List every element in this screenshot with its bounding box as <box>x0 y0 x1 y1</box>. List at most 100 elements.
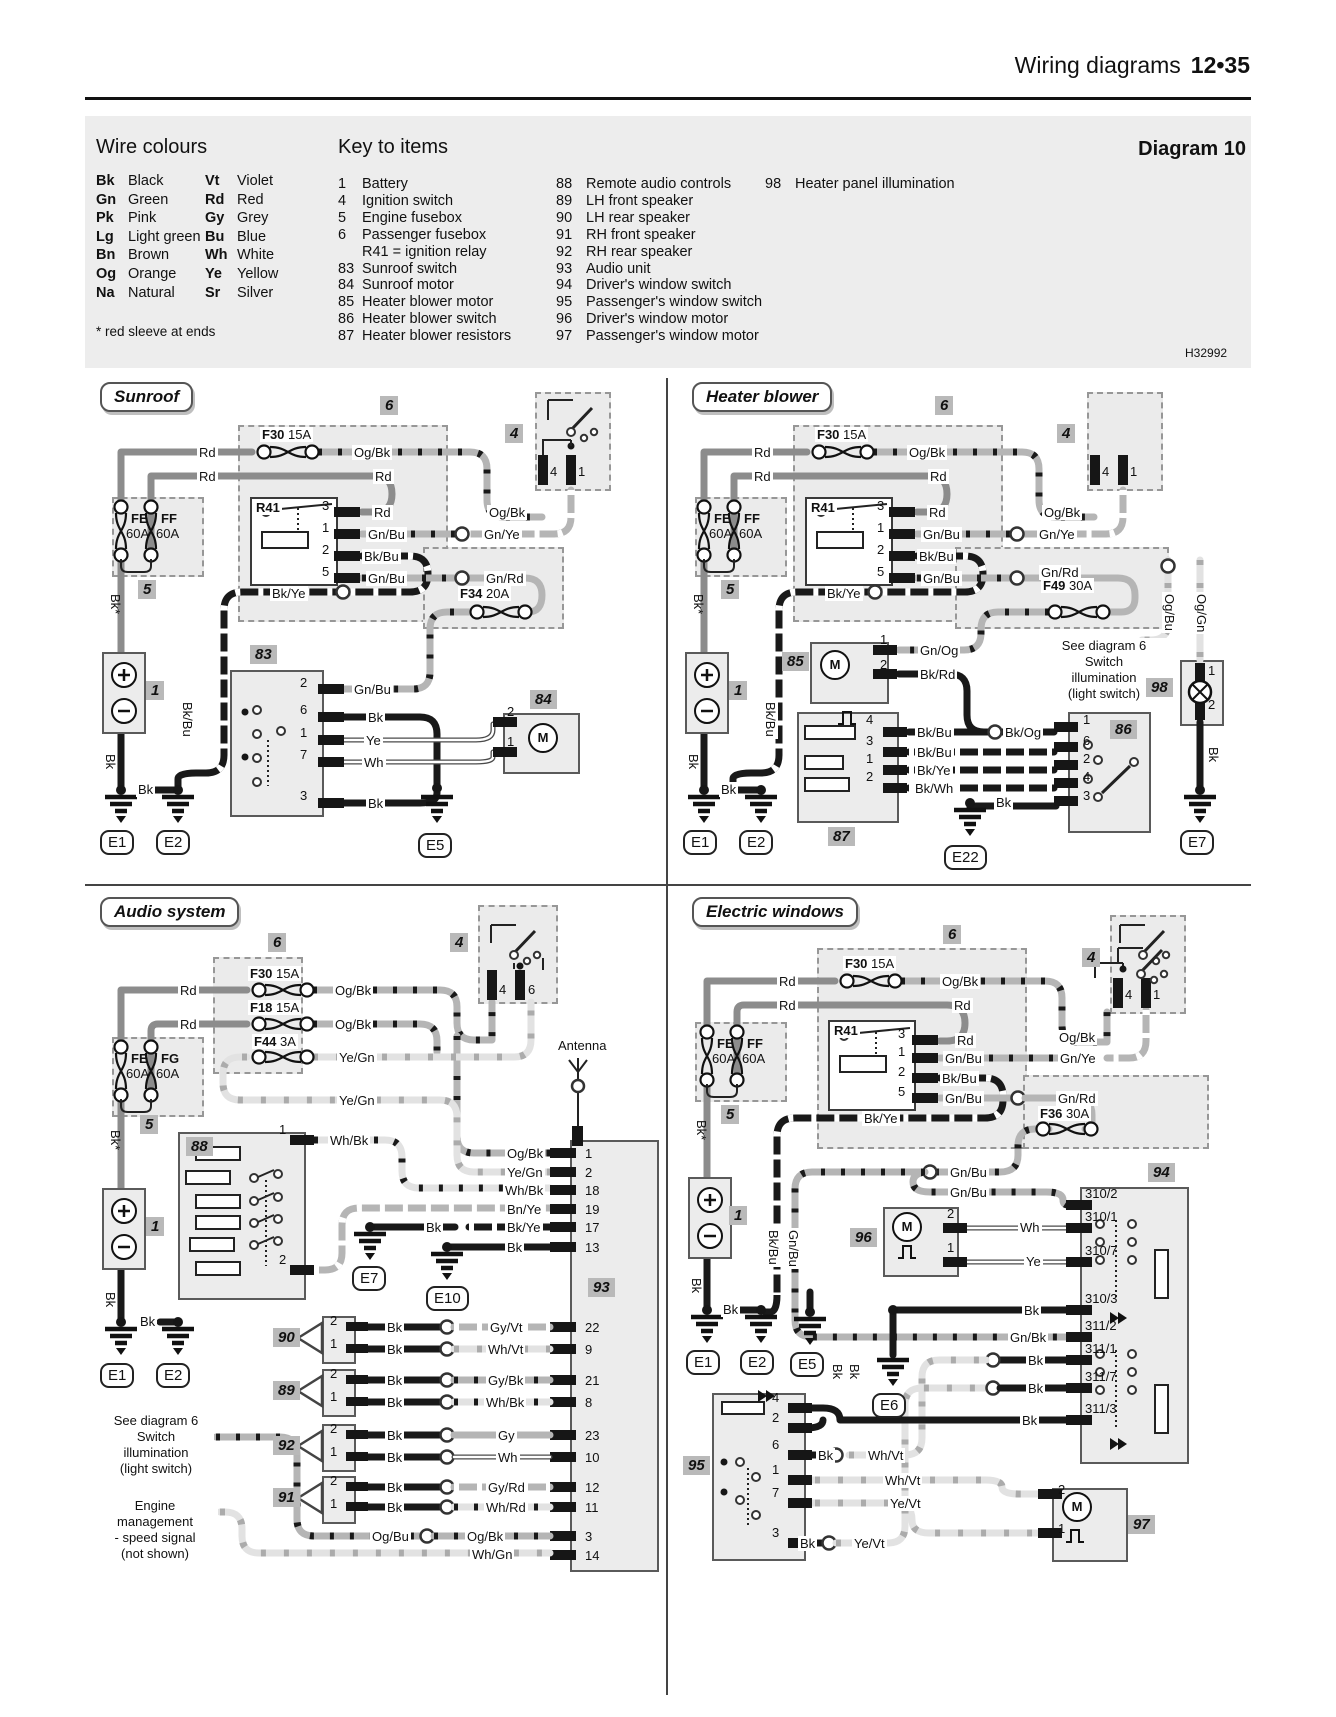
battery-plus-icon <box>697 1187 723 1213</box>
audio-pin: 21 <box>585 1373 600 1388</box>
tag-passenger-fusebox: 6 <box>268 933 287 952</box>
note-line: illumination <box>1071 670 1137 685</box>
key-num: 88 <box>556 176 573 192</box>
wire-label-vertical: Bk* <box>694 1120 709 1141</box>
wire-label-vertical: Bk/Bu <box>180 700 195 739</box>
wire-label: Ye/Gn <box>337 1093 377 1108</box>
fuse-rating: 30A <box>1066 1106 1090 1121</box>
ground-ref: E1 <box>100 1363 135 1388</box>
wire-label: Gn/Bu <box>366 527 407 542</box>
switch-pin: 310/2 <box>1085 1186 1118 1201</box>
header-title: Wiring diagrams <box>1014 52 1181 78</box>
wire-label: Ye <box>364 733 383 748</box>
switch-pin: 2 <box>772 1410 780 1425</box>
wire-label: Bk <box>385 1480 405 1495</box>
wire-label-vertical: Bk* <box>108 1130 123 1151</box>
remote-pin: 1 <box>279 1122 287 1137</box>
audio-pin: 3 <box>585 1529 593 1544</box>
battery-plus-icon <box>111 1198 137 1224</box>
audio-pin: 11 <box>585 1500 599 1515</box>
key-label: Remote audio controls <box>586 176 732 192</box>
key-num: 96 <box>556 311 573 328</box>
tag-rh-front-speaker: 91 <box>273 1488 300 1507</box>
wire-label: Og/Bk <box>940 974 981 989</box>
wire-name: White <box>237 247 275 264</box>
wire-label: Ye/Vt <box>888 1496 923 1511</box>
wire-label: Wh/Vt <box>486 1342 526 1357</box>
relay-pin: 3 <box>322 498 330 513</box>
sunroof-wires <box>105 399 599 823</box>
wire-label: Rd <box>372 505 393 520</box>
wire-label: Gn/Rd <box>1056 1091 1098 1106</box>
fuse-label-fe: FE <box>714 511 731 526</box>
fuse-id: F30 <box>262 427 285 442</box>
audio-pin: 17 <box>585 1220 600 1235</box>
wire-name: Pink <box>128 210 157 227</box>
wire-label: Og/Bk <box>465 1529 506 1544</box>
wire-code: Gn <box>96 191 117 208</box>
key-label: Sunroof switch <box>362 260 458 277</box>
wire-label: Gn/Bu <box>921 527 962 542</box>
key-label: Heater blower motor <box>362 294 494 311</box>
audio-pin: 9 <box>585 1342 593 1357</box>
key-num: 86 <box>338 311 355 328</box>
wire-label: Bk <box>424 1220 444 1235</box>
resistor-pin: 4 <box>866 712 874 727</box>
tag-passengers-switch: 95 <box>683 1456 710 1475</box>
ground-ref: E1 <box>683 830 718 855</box>
wire-label: Gy/Vt <box>488 1320 525 1335</box>
wire-label: Bk <box>136 782 156 797</box>
see-diagram-note: See diagram 6 Switch illumination (light… <box>98 1413 214 1477</box>
wire-label: Gy/Bk <box>486 1373 526 1388</box>
ignition-pin: 4 <box>499 982 507 997</box>
fuse-rating: 60A <box>126 1066 150 1081</box>
fuse-label-ff: FF <box>744 511 760 526</box>
wire-label: Rd <box>752 469 773 484</box>
resistor-pin: 3 <box>866 733 874 748</box>
audio-pin: 2 <box>585 1165 593 1180</box>
ground-ref: E22 <box>944 845 987 870</box>
fuse-label-f34: F34 20A <box>458 586 512 601</box>
switch-pin: 7 <box>772 1485 780 1500</box>
wire-label-vertical: Gn/Bu <box>786 1228 801 1269</box>
ground-ref: E7 <box>1180 830 1215 855</box>
speaker-pin: 2 <box>330 1473 338 1488</box>
diagram-number: Diagram 10 <box>1138 138 1246 160</box>
switch-pin: 310/7 <box>1085 1243 1118 1258</box>
relay-pin: 5 <box>877 564 885 579</box>
ground-ref: E1 <box>686 1350 721 1375</box>
wire-label: Rd <box>197 445 218 460</box>
wire-label: Og/Bk <box>1057 1030 1098 1045</box>
fuse-rating: 60A <box>739 526 763 541</box>
tag-ignition-switch: 4 <box>1082 948 1101 967</box>
wire-label: Bn/Ye <box>505 1202 544 1217</box>
key-row: R41 = ignition relay <box>338 244 511 261</box>
ground-ref: E5 <box>790 1352 825 1377</box>
switch-pin: 4 <box>772 1390 780 1405</box>
fuse-rating: 60A <box>156 1066 180 1081</box>
key-label: Battery <box>362 176 408 192</box>
wire-label: Bk/Wh <box>913 781 956 796</box>
battery-symbol <box>685 652 729 734</box>
ignition-pin: 1 <box>1153 987 1161 1002</box>
tag-sunroof-switch: 83 <box>250 645 277 664</box>
wire-name: Red <box>237 191 264 208</box>
wire-label: Gn/Ye <box>1058 1051 1098 1066</box>
relay-pin: 2 <box>898 1064 906 1079</box>
wire-label: Gn/Bu <box>948 1185 989 1200</box>
wire-label: Wh/Rd <box>484 1500 528 1515</box>
tag-passengers-motor: 97 <box>1128 1515 1155 1534</box>
wire-label: Bk/Bu <box>915 745 954 760</box>
wire-label: Og/Bk <box>505 1146 546 1161</box>
wire-label-vertical: Og/Bu <box>1162 592 1177 633</box>
wire-label: Gn/Rd <box>484 571 526 586</box>
